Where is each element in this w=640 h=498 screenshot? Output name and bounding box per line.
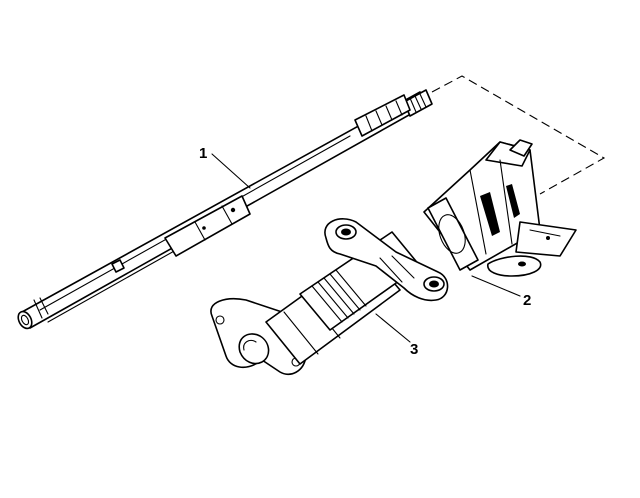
column-tube: [210, 218, 449, 376]
callout-1-leader: [211, 153, 251, 189]
callout-2-leader: [471, 275, 521, 297]
callout-3: 3: [410, 341, 418, 358]
callout-1: 1: [199, 145, 207, 162]
upper-housing: [423, 139, 577, 277]
steering-shaft: [17, 89, 433, 330]
alignment-dashed-line: [431, 75, 606, 195]
callout-3-leader: [375, 313, 411, 343]
callout-2: 2: [523, 292, 531, 309]
